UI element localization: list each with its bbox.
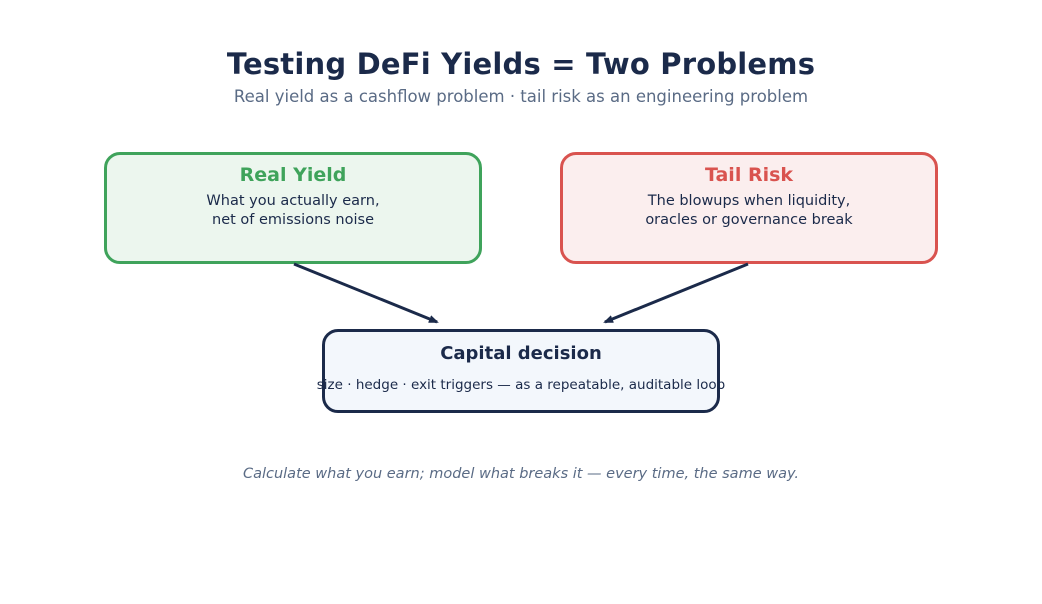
capital-decision-node: Capital decision size · hedge · exit tri… bbox=[317, 329, 725, 413]
tail-risk-title: Tail Risk bbox=[704, 164, 794, 186]
tail-risk-line-1: The blowups when liquidity, bbox=[647, 193, 851, 209]
diagram-subtitle: Real yield as a cashflow problem · tail … bbox=[233, 87, 809, 106]
tail-risk-node: Tail Risk The blowups when liquidity, or… bbox=[560, 152, 938, 264]
tail-risk-description: The blowups when liquidity, oracles or g… bbox=[563, 192, 935, 230]
diagram-footer-caption: Calculate what you earn; model what brea… bbox=[242, 466, 800, 482]
arrow-tail-risk-to-decision bbox=[603, 262, 749, 324]
real-yield-title: Real Yield bbox=[239, 164, 347, 186]
real-yield-line-2: net of emissions noise bbox=[212, 212, 374, 228]
tail-risk-line-2: oracles or governance break bbox=[645, 212, 853, 228]
real-yield-description: What you actually earn, net of emissions… bbox=[107, 192, 479, 230]
capital-decision-description: size · hedge · exit triggers — as a repe… bbox=[316, 377, 726, 393]
real-yield-line-1: What you actually earn, bbox=[206, 193, 380, 209]
diagram-title: Testing DeFi Yields = Two Problems bbox=[226, 47, 816, 81]
real-yield-node: Real Yield What you actually earn, net o… bbox=[104, 152, 482, 264]
capital-decision-title: Capital decision bbox=[440, 343, 602, 364]
arrow-real-yield-to-decision bbox=[293, 262, 439, 324]
